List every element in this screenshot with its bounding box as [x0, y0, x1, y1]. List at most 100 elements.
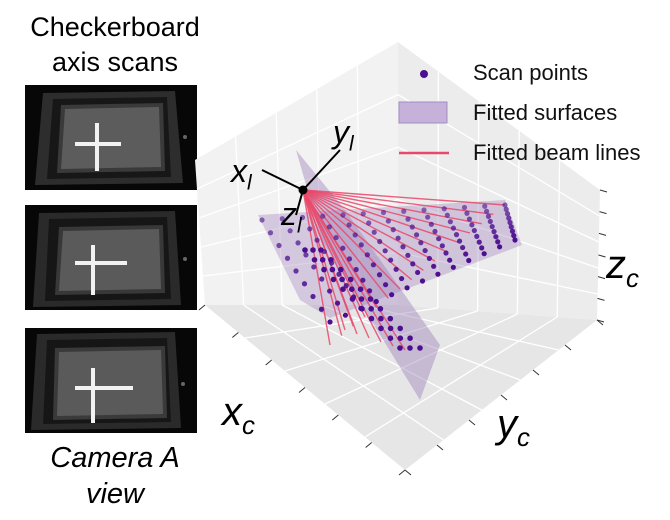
grid-line	[284, 310, 478, 372]
scan-point	[352, 232, 358, 238]
scan-point	[346, 222, 352, 228]
scan-point	[279, 216, 285, 222]
scan-point	[390, 227, 396, 233]
scan-point	[342, 312, 349, 318]
scan-point	[366, 288, 373, 294]
scan-point	[482, 203, 488, 209]
scan-point	[339, 276, 345, 283]
scan-point	[493, 234, 499, 240]
scan-point	[395, 235, 401, 241]
grid-line	[320, 304, 521, 381]
back-left-pane	[195, 42, 398, 305]
beam-line-swatch-icon	[399, 151, 449, 155]
beam-line	[302, 189, 394, 347]
scan-point	[405, 252, 411, 258]
scan-point	[302, 247, 308, 253]
scan-point	[276, 242, 282, 249]
scan-point	[397, 325, 403, 332]
scan-point	[328, 257, 334, 263]
scan-point	[485, 213, 492, 219]
scan-point	[371, 229, 377, 235]
scan-point	[338, 266, 344, 273]
scan-point	[422, 247, 428, 254]
grid-line	[364, 316, 558, 438]
x-tick	[398, 469, 406, 476]
scan-point	[330, 276, 337, 283]
scan-point	[417, 345, 423, 351]
scan-point	[450, 264, 456, 270]
legend-label: Scan points	[473, 60, 588, 85]
camera-image-3	[25, 328, 197, 433]
surface-swatch-icon	[398, 101, 448, 124]
scan-point	[311, 264, 317, 270]
caption-line-1: Camera A	[50, 442, 180, 474]
scan-point	[400, 244, 406, 250]
scan-point	[368, 306, 374, 312]
y-tick	[564, 344, 572, 351]
scan-point	[441, 206, 447, 212]
beam-line	[302, 189, 471, 234]
scan-point	[450, 225, 457, 231]
scan-point	[431, 263, 437, 269]
scan-point	[460, 244, 466, 251]
scan-point	[336, 271, 342, 277]
grid-line	[397, 146, 600, 243]
beam-line	[302, 189, 401, 290]
scan-point	[506, 215, 512, 221]
scan-point	[405, 216, 411, 222]
scan-point	[447, 257, 453, 263]
scan-point	[399, 275, 405, 282]
scan-point	[333, 234, 339, 241]
scan-point	[311, 257, 318, 263]
scan-point	[368, 315, 375, 322]
grid-line	[275, 112, 283, 306]
scan-point	[358, 296, 365, 302]
scan-point	[364, 252, 370, 258]
3d-plot	[195, 42, 608, 476]
grid-lines	[196, 65, 608, 476]
scan-point	[413, 232, 420, 238]
scan-point	[357, 286, 364, 293]
left-panel-caption: Camera A view	[0, 440, 230, 512]
scan-point	[370, 262, 377, 268]
x-tick	[232, 332, 239, 338]
scan-point	[456, 238, 463, 244]
legend-label: Fitted surfaces	[473, 100, 618, 125]
scan-point	[443, 250, 449, 256]
scan-point	[461, 204, 468, 211]
scan-point	[466, 216, 473, 222]
grid-line	[281, 304, 483, 411]
z-tick	[596, 319, 605, 323]
scan-point	[419, 278, 426, 284]
grid-line	[476, 101, 480, 312]
y-tick	[404, 469, 412, 476]
scan-point	[307, 226, 313, 232]
scan-point	[303, 252, 309, 258]
scan-point	[407, 335, 413, 342]
scan-point	[387, 335, 394, 342]
lidar-frame	[261, 149, 341, 216]
legend-label: Fitted beam lines	[473, 140, 641, 165]
camera-image-1	[25, 85, 197, 190]
y-tick	[596, 319, 604, 326]
grid-line	[196, 94, 399, 190]
scan-point	[447, 219, 453, 225]
scan-point	[476, 239, 482, 245]
title-line-1: Checkerboard	[30, 12, 200, 42]
beam-line	[302, 189, 382, 343]
lidar-x-axis	[261, 169, 304, 191]
scan-point	[295, 240, 301, 246]
scan-point	[353, 266, 359, 273]
scan-point	[511, 233, 517, 239]
scan-point	[360, 277, 366, 283]
scan-point	[466, 257, 472, 264]
scan-point	[318, 306, 325, 312]
grid-line	[359, 304, 559, 351]
scan-point	[397, 345, 403, 351]
scan-point	[481, 251, 487, 257]
scan-point	[284, 255, 291, 261]
scan-point	[382, 282, 389, 288]
scan-point	[404, 285, 410, 291]
scan-point	[491, 229, 497, 235]
scan-point	[407, 345, 413, 351]
